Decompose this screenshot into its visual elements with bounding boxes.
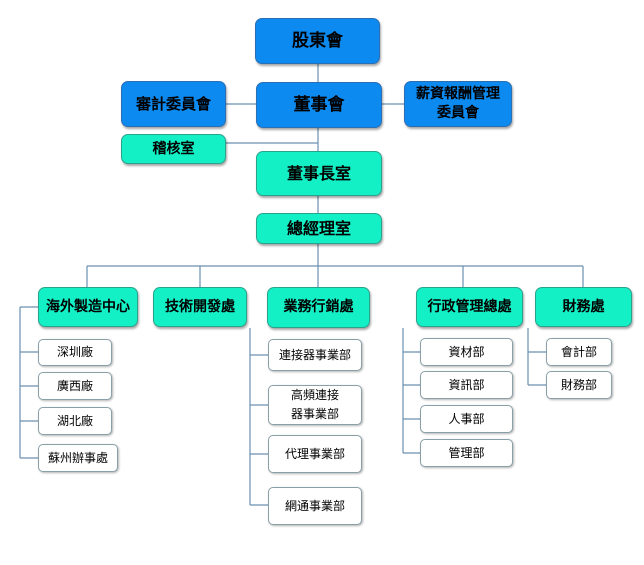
division-finance: 財務處 [535,287,632,327]
gm-office-box: 總經理室 [256,213,382,244]
unit-hubei-plant: 湖北廠 [38,407,112,435]
chairman-office-box: 董事長室 [256,151,382,196]
division-technology-development: 技術開發處 [153,287,247,327]
audit-office-box: 稽核室 [121,134,226,164]
shareholders-box: 股東會 [255,18,380,64]
unit-materials-dept: 資材部 [420,338,513,366]
division-sales-marketing: 業務行銷處 [267,287,370,328]
division-administration: 行政管理總處 [416,287,523,327]
board-box: 董事會 [256,82,382,128]
unit-hr-dept: 人事部 [420,405,513,433]
unit-accounting-dept: 會計部 [546,338,612,366]
unit-rf-connector-business: 高頻連接器事業部 [268,385,362,425]
compensation-committee-box: 薪資報酬管理委員會 [404,81,512,127]
unit-connector-business: 連接器事業部 [268,339,362,371]
unit-suzhou-office: 蘇州辦事處 [38,444,118,472]
unit-guangxi-plant: 廣西廠 [38,372,112,400]
unit-management-dept: 管理部 [420,439,513,467]
unit-finance-dept: 財務部 [546,371,612,399]
audit-committee-box: 審計委員會 [121,81,226,127]
unit-it-dept: 資訊部 [420,371,513,399]
unit-shenzhen-plant: 深圳廠 [38,339,112,366]
division-overseas-manufacturing: 海外製造中心 [38,287,138,327]
unit-network-business: 網通事業部 [268,487,362,525]
unit-agency-business: 代理事業部 [268,435,362,473]
